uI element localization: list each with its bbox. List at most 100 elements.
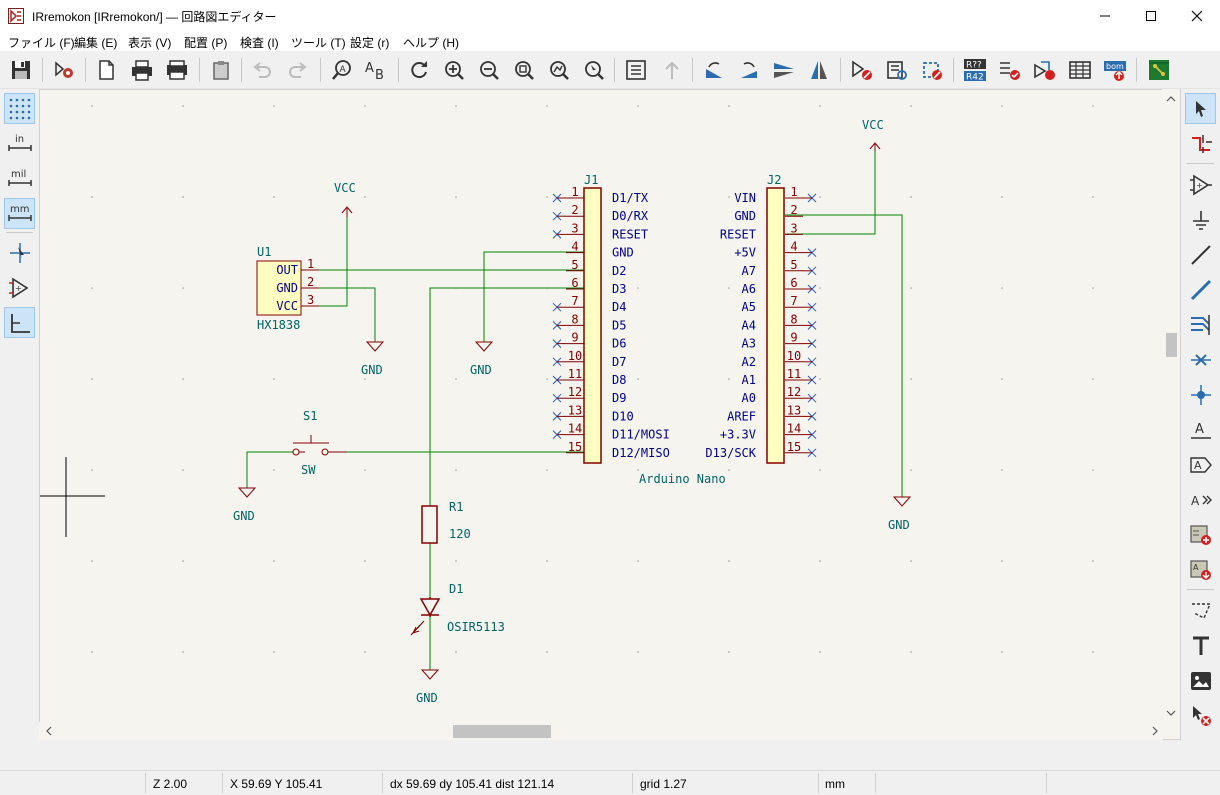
erc-icon[interactable] [995, 55, 1025, 85]
vertical-scrollbar[interactable] [1162, 89, 1180, 723]
highlight-net-icon[interactable] [1185, 128, 1216, 159]
power-symbols[interactable] [237, 142, 912, 680]
footprint-assign-icon[interactable] [917, 55, 947, 85]
component-d1[interactable] [410, 597, 441, 636]
component-j2[interactable] [766, 187, 817, 464]
svg-text:bom: bom [1106, 62, 1124, 71]
component-u1[interactable] [256, 260, 319, 316]
menu-view[interactable]: 表示 (V) [128, 36, 172, 50]
add-global-label-icon[interactable]: A [1185, 449, 1216, 480]
add-symbol-icon[interactable]: + [1185, 169, 1216, 200]
find-icon[interactable]: A [327, 55, 357, 85]
generate-bom-icon[interactable]: bom [1100, 55, 1130, 85]
wires[interactable] [246, 151, 903, 670]
j2-pin-number: 5 [790, 258, 797, 272]
horizontal-scrollbar[interactable] [39, 722, 1163, 740]
mirror-horizontal-icon[interactable] [804, 55, 834, 85]
leave-sheet-icon[interactable] [657, 55, 687, 85]
j2-pin-number: 4 [790, 240, 797, 254]
add-power-icon[interactable] [1185, 204, 1216, 235]
units-mm-button[interactable]: mm [4, 198, 35, 229]
component-j1[interactable] [552, 187, 602, 464]
grid-toggle-icon[interactable] [4, 93, 35, 124]
svg-text:A: A [1195, 422, 1204, 437]
import-sheet-pin-icon[interactable]: A [1185, 554, 1216, 585]
add-label-icon[interactable]: A [1185, 414, 1216, 445]
hidden-pins-icon[interactable]: + [4, 272, 35, 303]
svg-text:R42: R42 [966, 73, 984, 83]
select-tool-icon[interactable] [1185, 93, 1216, 124]
add-graphic-lines-icon[interactable] [1185, 595, 1216, 626]
minimize-button[interactable] [1082, 0, 1128, 31]
j1-pin-number: 2 [571, 203, 578, 217]
add-text-icon[interactable] [1185, 630, 1216, 661]
symbol-browser-icon[interactable] [882, 55, 912, 85]
mirror-vertical-icon[interactable] [769, 55, 799, 85]
maximize-button[interactable] [1128, 0, 1174, 31]
schematic-canvas[interactable]: U1 HX1838 OUT GND VCC 1 2 3 J1 Arduino N… [39, 89, 1181, 740]
add-bus-entry-icon[interactable] [1185, 309, 1216, 340]
j2-pin-number: 3 [790, 221, 797, 235]
svg-text:A: A [1194, 459, 1202, 472]
free-angle-wire-icon[interactable] [4, 307, 35, 338]
annotate-icon[interactable]: R?? R42 [960, 55, 990, 85]
paste-icon[interactable] [206, 55, 236, 85]
undo-icon[interactable] [247, 55, 277, 85]
add-bus-icon[interactable] [1185, 274, 1216, 305]
j1-pin-number: 1 [571, 185, 578, 199]
status-zoom: Z 2.00 [153, 777, 188, 791]
schematic-setup-icon[interactable] [49, 55, 79, 85]
plot-icon[interactable] [162, 55, 192, 85]
component-r1[interactable] [421, 505, 438, 544]
svg-text:B: B [375, 68, 384, 81]
add-junction-icon[interactable] [1185, 379, 1216, 410]
add-wire-icon[interactable] [1185, 239, 1216, 270]
simulator-icon[interactable] [1030, 55, 1060, 85]
hierarchy-navigator-icon[interactable] [621, 55, 651, 85]
zoom-in-icon[interactable] [439, 55, 469, 85]
add-image-icon[interactable] [1185, 665, 1216, 696]
zoom-selection-icon[interactable] [579, 55, 609, 85]
j2-pin-name: GND [734, 209, 756, 223]
menu-file[interactable]: ファイル (F) [8, 36, 75, 50]
j1-pin-name: GND [612, 246, 634, 260]
zoom-out-icon[interactable] [474, 55, 504, 85]
zoom-objects-icon[interactable] [544, 55, 574, 85]
page-settings-icon[interactable] [91, 55, 121, 85]
delete-item-icon[interactable] [1185, 700, 1216, 731]
j1-pin-number: 9 [571, 331, 578, 345]
j2-pin-name: VIN [734, 191, 756, 205]
save-icon[interactable] [6, 55, 36, 85]
menu-help[interactable]: ヘルプ (H) [403, 36, 459, 50]
menu-inspect[interactable]: 検査 (I) [240, 36, 279, 50]
units-mils-button[interactable]: mil [4, 163, 35, 194]
component-s1[interactable] [292, 435, 347, 456]
j1-value: Arduino Nano [639, 472, 726, 486]
no-connect-icon[interactable] [1185, 344, 1216, 375]
cursor-crosshair-icon[interactable] [4, 237, 35, 268]
menu-place[interactable]: 配置 (P) [184, 36, 228, 50]
close-window-button[interactable] [1174, 0, 1220, 31]
symbol-fields-table-icon[interactable] [1065, 55, 1095, 85]
zoom-fit-icon[interactable] [509, 55, 539, 85]
rotate-cw-icon[interactable] [734, 55, 764, 85]
units-inches-button[interactable]: in [4, 128, 35, 159]
refresh-icon[interactable] [404, 55, 434, 85]
j2-pin-number: 1 [790, 185, 797, 199]
j2-pin-name: A3 [742, 337, 756, 351]
menu-edit[interactable]: 編集 (E) [74, 36, 118, 50]
redo-icon[interactable] [283, 55, 313, 85]
rotate-ccw-icon[interactable] [699, 55, 729, 85]
menu-tools[interactable]: ツール (T) [291, 36, 346, 50]
add-hierarchical-label-icon[interactable]: A [1185, 484, 1216, 515]
symbol-editor-icon[interactable] [847, 55, 877, 85]
menu-preferences[interactable]: 設定 (r) [350, 36, 390, 50]
print-icon[interactable] [127, 55, 157, 85]
r1-value: 120 [449, 527, 471, 541]
svg-text:R??: R?? [966, 61, 982, 71]
add-sheet-icon[interactable] [1185, 519, 1216, 550]
j1-pin-number: 3 [571, 221, 578, 235]
open-pcb-editor-icon[interactable] [1144, 55, 1174, 85]
j2-pin-name: A1 [742, 373, 756, 387]
